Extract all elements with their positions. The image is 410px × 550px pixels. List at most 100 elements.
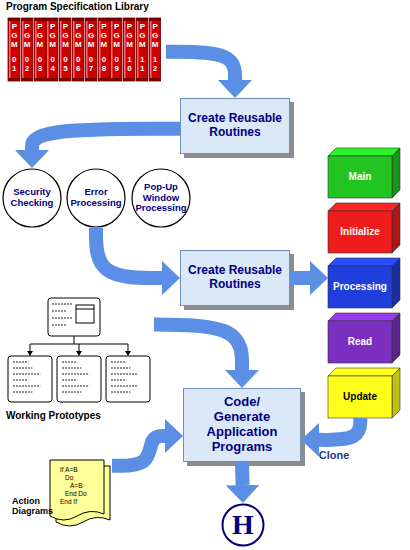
placeholder-text-line: [13, 374, 40, 375]
circle-label: Security Checking: [5, 187, 59, 209]
book-label: PGM: [151, 22, 159, 49]
screen-outline: [48, 298, 100, 336]
block-side-face: [392, 368, 400, 418]
placeholder-text-line: [13, 362, 28, 363]
program-book: PGM06: [72, 18, 84, 81]
placeholder-text-line: [13, 386, 40, 387]
book-label: PGM: [125, 22, 133, 49]
code-line: End If: [60, 498, 77, 505]
block-top-face: [328, 313, 400, 321]
block-label: Main: [349, 171, 372, 183]
placeholder-text-line: [111, 380, 126, 381]
book-band: [34, 78, 46, 81]
placeholder-text-line: [62, 380, 77, 381]
block-side-face: [392, 313, 400, 363]
book-band: [21, 78, 33, 81]
block-label: Processing: [333, 281, 387, 293]
book-number: 11: [138, 55, 146, 73]
placeholder-text-line: [52, 318, 72, 319]
book-band: [123, 78, 135, 81]
circle-outline: [223, 505, 264, 546]
block-top-face: [328, 203, 400, 211]
program-book: PGM 11: [136, 18, 148, 81]
code-line: A=B: [70, 482, 82, 489]
placeholder-text-line: [62, 362, 77, 363]
placeholder-text-line: [13, 380, 28, 381]
flow-arrow: [235, 462, 250, 485]
placeholder-text-line: [13, 392, 32, 393]
book-band: [59, 18, 71, 21]
flow-arrow: [290, 271, 310, 285]
program-book: PGM01: [8, 18, 20, 81]
book-spine: [123, 18, 135, 81]
block-top-face: [328, 148, 400, 156]
tree-arrow-head: [27, 351, 33, 356]
flow-arrow: [32, 129, 180, 150]
edge-label: Clone: [319, 449, 350, 461]
block-front-face: [328, 321, 392, 363]
block-front-face: [328, 266, 392, 308]
book-label: PGM: [112, 22, 120, 49]
block-top-face: [328, 368, 400, 376]
program-book: PGM 07: [85, 18, 97, 81]
code-line: End Do: [65, 490, 87, 497]
flow-arrow: [154, 325, 242, 370]
routine-circle: Security Checking: [2, 168, 62, 228]
process-box: Create Reusable Routines: [180, 250, 290, 306]
code-line: If A=B: [60, 466, 78, 473]
flow-arrow: [319, 418, 360, 440]
book-band: [85, 18, 97, 21]
placeholder-text-line: [62, 374, 89, 375]
circle-outline: [132, 169, 190, 227]
placeholder-text-line: [52, 311, 66, 312]
book-label: PGM: [74, 22, 82, 49]
module-block: Read: [328, 313, 400, 363]
placeholder-text-line: [62, 368, 81, 369]
book-band: [46, 18, 58, 21]
block-label: Read: [348, 336, 372, 348]
book-band: [8, 18, 20, 21]
program-book: PGM03: [34, 18, 46, 81]
flow-arrow: [166, 52, 235, 80]
box-label: Create Reusable Routines: [187, 264, 283, 292]
program-book: PGM04: [46, 18, 58, 81]
code-line: Do: [65, 474, 73, 481]
book-number: 07: [87, 55, 95, 73]
book-label: PGM: [48, 22, 56, 49]
book-spine: [46, 18, 58, 81]
book-label: PGM: [138, 22, 146, 49]
book-band: [110, 18, 122, 21]
placeholder-text-line: [111, 392, 130, 393]
block-top-face: [328, 258, 400, 266]
screen-outline: [106, 356, 150, 402]
book-number: 01: [10, 55, 18, 73]
circle-outline: [67, 169, 125, 227]
book-band: [149, 18, 161, 21]
tree-arrow-head: [76, 351, 82, 356]
placeholder-text-line: [111, 386, 138, 387]
block-front-face: [328, 211, 392, 253]
tree-arrow-head: [125, 351, 131, 356]
book-band: [136, 18, 148, 21]
screen-window: [76, 305, 94, 323]
book-band: [8, 78, 20, 81]
book-spine: [59, 18, 71, 81]
circle-label: Pop-Up Window Processing: [134, 182, 188, 215]
book-spine: [149, 18, 161, 81]
flow-arrow: [96, 228, 162, 278]
circle-label: Error Processing: [69, 187, 123, 209]
book-number: 03: [35, 55, 43, 73]
book-band: [72, 18, 84, 21]
program-book: PGM12: [149, 18, 161, 81]
book-label: PGM: [87, 22, 95, 49]
flow-arrow: [112, 436, 165, 466]
program-book: PGM08: [98, 18, 110, 81]
book-number: 09: [112, 55, 120, 73]
placeholder-text-line: [13, 368, 32, 369]
book-label: PGM: [61, 22, 69, 49]
program-book: PGM10: [123, 18, 135, 81]
program-book: PGM05: [59, 18, 71, 81]
block-front-face: [328, 156, 392, 198]
block-front-face: [328, 376, 392, 418]
placeholder-text-line: [111, 368, 130, 369]
